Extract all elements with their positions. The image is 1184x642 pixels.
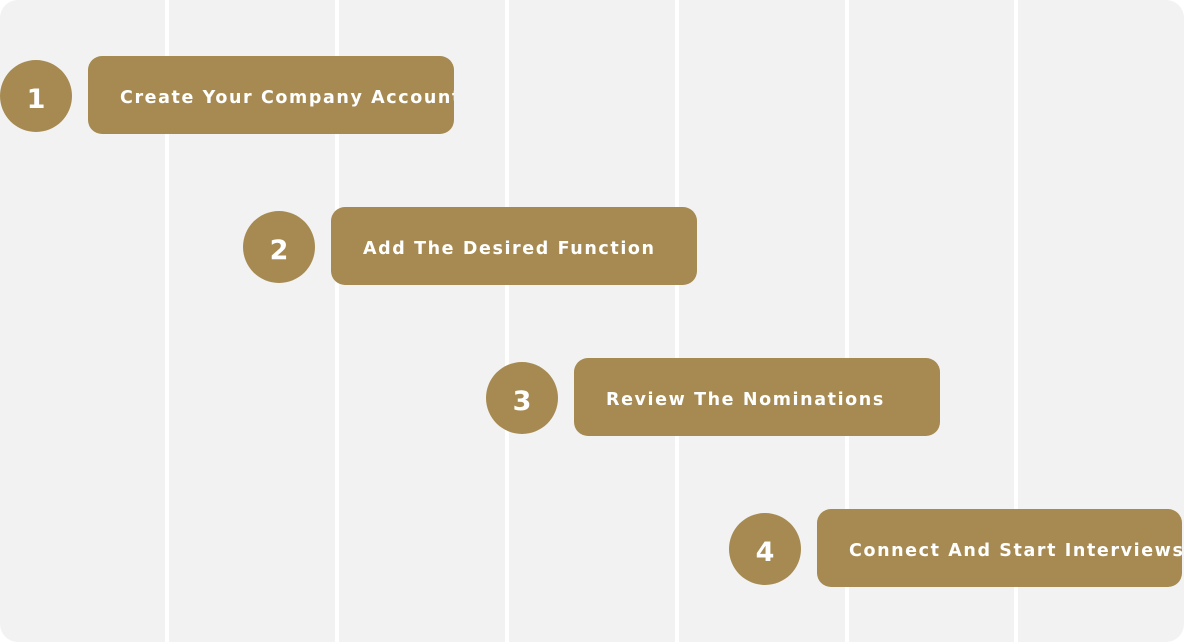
step-number-badge: 1: [0, 60, 72, 132]
step-label-box: Connect And Start Interviews: [817, 509, 1182, 587]
step-number-badge: 3: [486, 362, 558, 434]
column-divider: [505, 0, 509, 642]
column-divider: [335, 0, 339, 642]
step-number-badge: 4: [729, 513, 801, 585]
column-divider: [1014, 0, 1018, 642]
step-1: 1 Create Your Company Account: [0, 56, 454, 136]
column-divider: [165, 0, 169, 642]
step-number-badge: 2: [243, 211, 315, 283]
step-label-box: Create Your Company Account: [88, 56, 454, 134]
column-divider: [845, 0, 849, 642]
column-divider: [675, 0, 679, 642]
step-3: 3 Review The Nominations: [486, 358, 940, 438]
step-4: 4 Connect And Start Interviews: [729, 509, 1183, 589]
step-label-box: Review The Nominations: [574, 358, 940, 436]
step-label-box: Add The Desired Function: [331, 207, 697, 285]
step-2: 2 Add The Desired Function: [243, 207, 697, 287]
